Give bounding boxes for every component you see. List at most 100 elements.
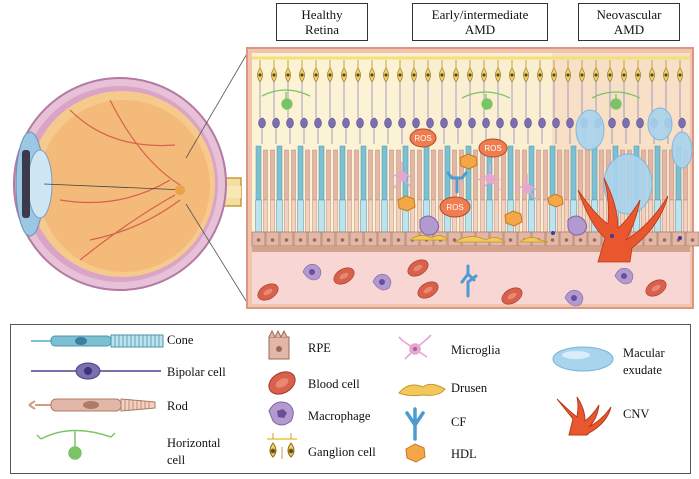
bipolar-cell-icon [31,362,161,380]
rod [536,149,541,201]
bipolar-cell [272,117,280,129]
bipolar-cell [622,117,630,129]
rod [417,149,422,201]
bipolar-cell [524,117,532,129]
cone [591,145,598,201]
cone [318,145,325,201]
bipolar-cell [300,117,308,129]
macrophages-retina [419,215,588,236]
bipolar-cell [356,117,364,129]
rod [557,149,562,201]
bipolar-cell [566,117,574,129]
drusen-icon [398,383,446,397]
legend-label-horizontal-cell: Horizontal cell [167,436,221,467]
legend-icons [28,329,614,463]
bipolar-cell [398,117,406,129]
rod [291,149,296,201]
legend-label-bipolar-cell: Bipolar cell [167,365,226,379]
ganglion-cell-icon [267,433,297,459]
svg-text:ROS: ROS [446,203,463,212]
rod [543,149,548,201]
bipolar-cell [328,117,336,129]
microglia-icon [398,334,432,360]
rod [389,149,394,201]
legend: Cone Bipolar cell Rod Horizontal cell RP… [10,324,691,474]
macrophage-icon [268,401,294,426]
cnv-icon [556,396,612,436]
rod [284,149,289,201]
horizontal-cells [261,89,641,110]
cone-icon [31,334,164,348]
legend-label-rpe: RPE [308,341,331,355]
cone [507,145,514,201]
bipolar-cell [412,117,420,129]
rod [347,149,352,201]
bipolar-cell [510,117,518,129]
bipolar-cell [440,117,448,129]
rpe-icon [268,329,290,360]
rod [312,149,317,201]
legend-label-drusen: Drusen [451,381,488,395]
bipolar-cell [454,117,462,129]
horizontal-cell-icon [36,429,116,460]
macular-exudates [575,107,693,215]
bipolar-cell [538,117,546,129]
legend-label-macular-exudate: Macular exudate [623,346,665,377]
rod [662,149,667,201]
rod [564,149,569,201]
bipolar-cell [384,117,392,129]
rod [410,149,415,201]
rod [431,149,436,201]
header-early-amd: Early/intermediate AMD [412,3,548,41]
rod [270,149,275,201]
cone [360,145,367,201]
rod [438,149,443,201]
legend-label-microglia: Microglia [451,343,501,357]
bipolar-cell [426,117,434,129]
debris-dots [551,231,682,240]
cone [549,145,556,201]
rod [501,149,506,201]
cone [381,145,388,201]
bipolar-cell [678,117,686,129]
cone [654,145,661,201]
blood-cell-icon [268,371,296,395]
bipolar-cell [496,117,504,129]
rod [515,149,520,201]
bipolar-cell [314,117,322,129]
svg-text:ROS: ROS [484,144,501,153]
rod [585,149,590,201]
cone [297,145,304,201]
cone [339,145,346,201]
cone [423,145,430,201]
rod [333,149,338,201]
rod [368,149,373,201]
legend-label-rod: Rod [167,399,188,413]
rod [494,149,499,201]
hdl-particles [397,153,564,227]
bipolar-cell [636,117,644,129]
legend-label-cnv: CNV [623,407,650,421]
blood-cells [257,259,667,307]
eye-illustration [13,77,242,291]
bipolar-cell [370,117,378,129]
cone [276,145,283,201]
legend-label-cf: CF [451,415,467,429]
legend-label-cone: Cone [167,333,194,347]
rod [326,149,331,201]
cone [255,145,262,201]
rod [305,149,310,201]
legend-label-hdl: HDL [451,447,477,461]
drusen-deposits [408,235,549,243]
bipolar-cell [342,117,350,129]
svg-text:ROS: ROS [414,134,431,143]
macular-exudate-icon [552,346,614,372]
rod [480,149,485,201]
ros-markers: ROS ROS ROS [409,128,508,218]
ganglion-cell-layer [257,60,683,118]
header-neovascular-amd: Neovascular AMD [578,3,680,41]
cf-icon [405,407,425,441]
rod [375,149,380,201]
bipolar-cell [608,117,616,129]
